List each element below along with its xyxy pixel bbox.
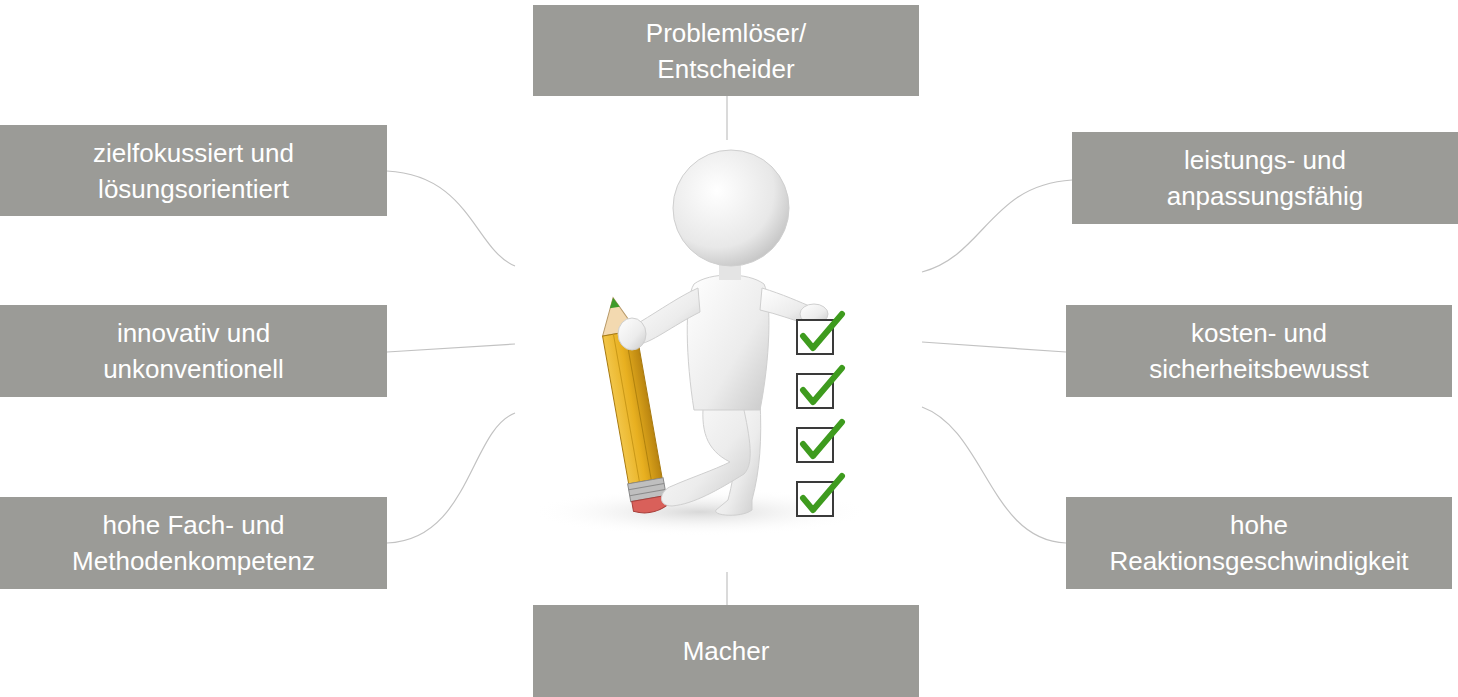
- leader-line: [387, 413, 515, 543]
- trait-box: kosten- und sicherheitsbewusst: [1066, 305, 1452, 397]
- trait-label: Problemlöser/ Entscheider: [601, 15, 851, 87]
- trait-box: Macher: [533, 605, 919, 697]
- trait-label: kosten- und sicherheitsbewusst: [1124, 315, 1394, 387]
- leader-line: [922, 180, 1072, 272]
- leader-line: [726, 96, 727, 140]
- leader-lines: [387, 96, 1072, 605]
- leader-line: [922, 342, 1066, 352]
- checklist: [797, 314, 842, 516]
- leader-line: [922, 407, 1066, 543]
- trait-label: innovativ und unkonventionell: [69, 315, 319, 387]
- leader-line: [726, 572, 727, 605]
- trait-label: leistungs- und anpassungsfähig: [1140, 142, 1390, 214]
- trait-box: Problemlöser/ Entscheider: [533, 5, 919, 96]
- trait-box: innovativ und unkonventionell: [0, 305, 387, 397]
- trait-label: hohe Reaktionsgeschwindigkeit: [1089, 507, 1429, 579]
- trait-box: leistungs- und anpassungsfähig: [1072, 132, 1458, 224]
- trait-label: hohe Fach- und Methodenkompetenz: [44, 507, 344, 579]
- trait-box: hohe Reaktionsgeschwindigkeit: [1066, 497, 1452, 589]
- leader-line: [387, 171, 515, 266]
- trait-label: zielfokussiert und lösungsorientiert: [59, 135, 329, 207]
- trait-box: zielfokussiert und lösungsorientiert: [0, 125, 387, 216]
- trait-box: hohe Fach- und Methodenkompetenz: [0, 497, 387, 589]
- leader-line: [387, 344, 515, 352]
- trait-label: Macher: [683, 633, 770, 669]
